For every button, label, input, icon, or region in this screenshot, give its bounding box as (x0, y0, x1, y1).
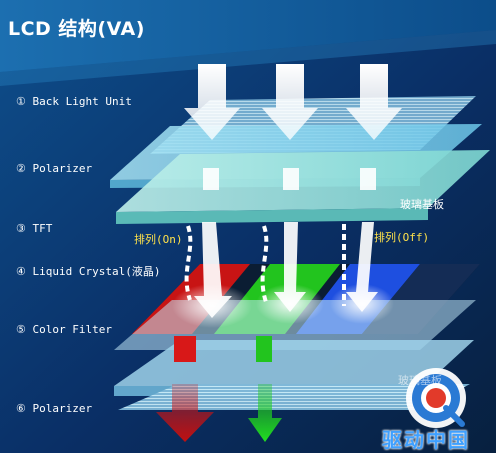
header-band (0, 0, 496, 72)
logo-tail (443, 405, 465, 427)
header-accent (0, 30, 496, 86)
polarizer-bottom-plate (118, 384, 470, 410)
orientation-on-label: 排列(On) (134, 233, 183, 246)
page-title: LCD 结构(VA) (8, 18, 145, 40)
green-output-arrow (248, 384, 282, 442)
light-arrow (346, 64, 402, 140)
light-column (203, 168, 219, 190)
light-arrow (262, 64, 318, 140)
layer-label-tft: ③ TFT (16, 222, 53, 235)
light-ray (346, 222, 378, 312)
layer-label-back-light-unit: ① Back Light Unit (16, 95, 132, 108)
light-glow (330, 284, 394, 324)
crystal-light-rays (194, 222, 378, 318)
brand-logo-text: 驱动中国 (382, 428, 470, 452)
red-output-arrow (156, 384, 214, 442)
glass-substrate-lower (114, 340, 474, 386)
layer-label-liquid-crystal: ④ Liquid Crystal(液晶) (16, 265, 161, 278)
glass-substrate-upper-edge (116, 208, 428, 224)
light-ray (274, 222, 306, 312)
light-glow (256, 284, 324, 324)
glass-substrate-lower-label: 玻璃基板 (398, 374, 442, 387)
logo-core (426, 388, 446, 408)
glass-substrate-upper-label: 玻璃基板 (400, 198, 444, 211)
layer-label-polarizer-top: ② Polarizer (16, 162, 93, 175)
glass-substrate-upper (116, 150, 490, 212)
brand-logo (406, 368, 466, 428)
backlight-arrows (184, 64, 402, 140)
red-output-column (174, 336, 196, 362)
layer-label-color-filter: ⑤ Color Filter (16, 323, 112, 336)
layer-label-polarizer-bottom: ⑥ Polarizer (16, 402, 93, 415)
orientation-off-label: 排列(Off) (374, 231, 430, 244)
light-column (360, 168, 376, 190)
green-output-column (256, 336, 272, 362)
light-column (283, 168, 299, 190)
light-ray (194, 222, 232, 318)
light-glow (172, 284, 252, 328)
light-arrow (184, 64, 240, 140)
